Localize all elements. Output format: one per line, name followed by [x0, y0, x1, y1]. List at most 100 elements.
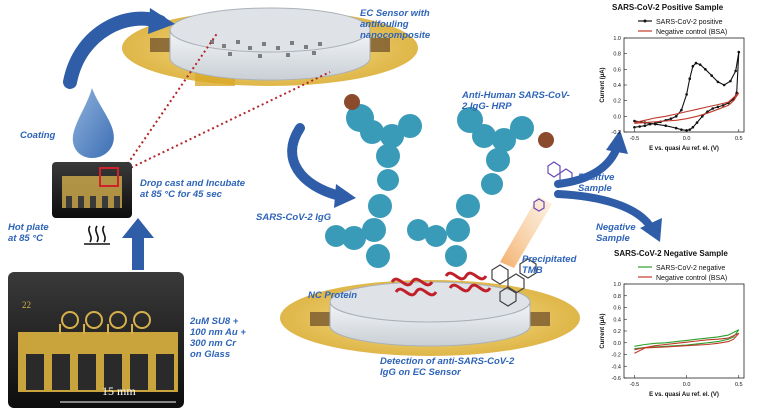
chip-number: 22	[22, 300, 31, 310]
y-tick-label: -0.4	[612, 364, 621, 370]
x-tick-label: 0.5	[735, 136, 743, 142]
data-point	[700, 115, 704, 118]
data-point	[722, 83, 726, 87]
data-point	[648, 122, 652, 126]
label-hot-plate: Hot plate at 85 °C	[8, 222, 49, 244]
y-axis-label: Current (µA)	[600, 313, 606, 348]
label-negative-sample: Negative Sample	[596, 222, 636, 244]
legend-entry: SARS-CoV-2 negative	[656, 265, 725, 272]
label-anti-human: Anti-Human SARS-CoV- 2 IgG- HRP	[462, 90, 570, 112]
label-drop-cast: Drop cast and Incubate at 85 °C for 45 s…	[140, 178, 246, 200]
nc-protein-icon	[390, 271, 492, 297]
arrow-head-icon	[148, 8, 175, 34]
data-point	[706, 110, 709, 113]
y-tick-label: 0.0	[613, 341, 621, 347]
data-point	[669, 117, 673, 120]
negative-arrow-icon	[554, 190, 654, 230]
y-tick-label: 0.6	[613, 67, 621, 73]
data-point	[695, 121, 699, 124]
reaction-beam	[500, 196, 552, 268]
label-sars-igg: SARS-CoV-2 IgG	[256, 212, 332, 223]
label-ec-sensor: EC Sensor with antifouling nanocomposite	[360, 8, 431, 41]
data-point	[721, 104, 725, 107]
zoom-line	[121, 71, 331, 173]
y-tick-label: 0.2	[613, 99, 621, 105]
data-point	[638, 125, 641, 128]
data-point	[698, 63, 702, 66]
bottom-electrode	[280, 280, 580, 356]
label-layer-stack: 2uM SU8 + 100 nm Au + 300 nm Cr on Glass	[190, 316, 246, 360]
antibody-right	[407, 107, 534, 267]
x-axis-label: E vs. quasi Au ref. el. (V)	[649, 146, 719, 152]
x-tick-label: -0.5	[630, 136, 639, 142]
legend-entry: SARS-CoV-2 positive	[656, 19, 723, 26]
top-electrode	[122, 7, 418, 86]
legend-entry: Negative control (BSA)	[656, 29, 727, 36]
y-tick-label: -0.6	[612, 376, 621, 382]
y-tick-label: 1.0	[613, 282, 621, 288]
data-point	[664, 124, 668, 128]
chart-title-negative: SARS-CoV-2 Negative Sample	[614, 249, 728, 258]
data-point	[674, 126, 678, 130]
y-tick-label: 1.0	[613, 36, 621, 42]
data-point	[685, 129, 688, 132]
data-point	[734, 69, 737, 73]
data-point	[688, 77, 692, 81]
data-point	[680, 108, 683, 112]
data-point	[674, 115, 678, 118]
y-tick-label: 0.6	[613, 306, 621, 312]
data-point	[704, 68, 707, 71]
plot-area	[623, 37, 745, 133]
data-point	[633, 119, 636, 123]
y-tick-label: -0.2	[612, 130, 621, 136]
x-tick-label: 0.0	[683, 136, 691, 142]
data-point	[694, 61, 698, 65]
series-line-1	[634, 332, 740, 354]
y-tick-label: 0.4	[613, 83, 621, 89]
hrp-enzyme-icon	[344, 94, 554, 148]
droplet-icon	[72, 88, 114, 158]
data-point	[710, 74, 713, 77]
data-point	[691, 64, 695, 68]
data-point	[680, 128, 683, 131]
x-tick-label: 0.5	[735, 382, 743, 388]
legend-marker	[643, 19, 647, 23]
series-line-1	[634, 92, 740, 124]
y-tick-label: 0.4	[613, 317, 621, 323]
x-tick-label: 0.0	[683, 382, 691, 388]
antibody-left	[325, 104, 422, 268]
data-point	[737, 50, 741, 54]
label-nc-protein: NC Protein	[308, 290, 358, 301]
cv-chart-positive: -0.2 0.0 0.2 0.4 0.6 0.8 1.0 -0.5 0.0 0.5 E vs. qu…	[600, 19, 745, 152]
y-tick-label: 0.0	[613, 114, 621, 120]
data-point	[716, 105, 720, 109]
data-point	[654, 122, 657, 126]
label-coating: Coating	[20, 130, 56, 141]
series-line-0	[634, 52, 740, 131]
plot-area	[623, 283, 745, 379]
zoom-line	[121, 31, 219, 173]
data-point	[711, 107, 714, 110]
y-axis-label: Current (µA)	[600, 67, 606, 102]
chart-title-positive: SARS-CoV-2 Positive Sample	[612, 3, 724, 12]
positive-arrow-icon	[554, 146, 620, 188]
y-tick-label: 0.2	[613, 329, 621, 335]
label-detection: Detection of anti-SARS-CoV-2 IgG on EC S…	[380, 356, 515, 378]
data-point	[643, 124, 647, 128]
y-tick-label: 0.8	[613, 52, 621, 58]
heat-icon	[84, 225, 110, 245]
label-positive-sample: Positive Sample	[578, 172, 615, 194]
data-point	[729, 79, 732, 83]
chip-photo-large	[8, 272, 184, 408]
legend-entry: Negative control (BSA)	[656, 275, 727, 282]
y-tick-label: -0.2	[612, 353, 621, 359]
series-line-0	[634, 329, 740, 350]
up-arrow-icon	[122, 218, 154, 270]
data-point	[685, 93, 688, 96]
process-arrow-icon	[287, 123, 345, 201]
x-axis-label: E vs. quasi Au ref. el. (V)	[649, 392, 719, 398]
chip-photo-small	[52, 162, 132, 218]
